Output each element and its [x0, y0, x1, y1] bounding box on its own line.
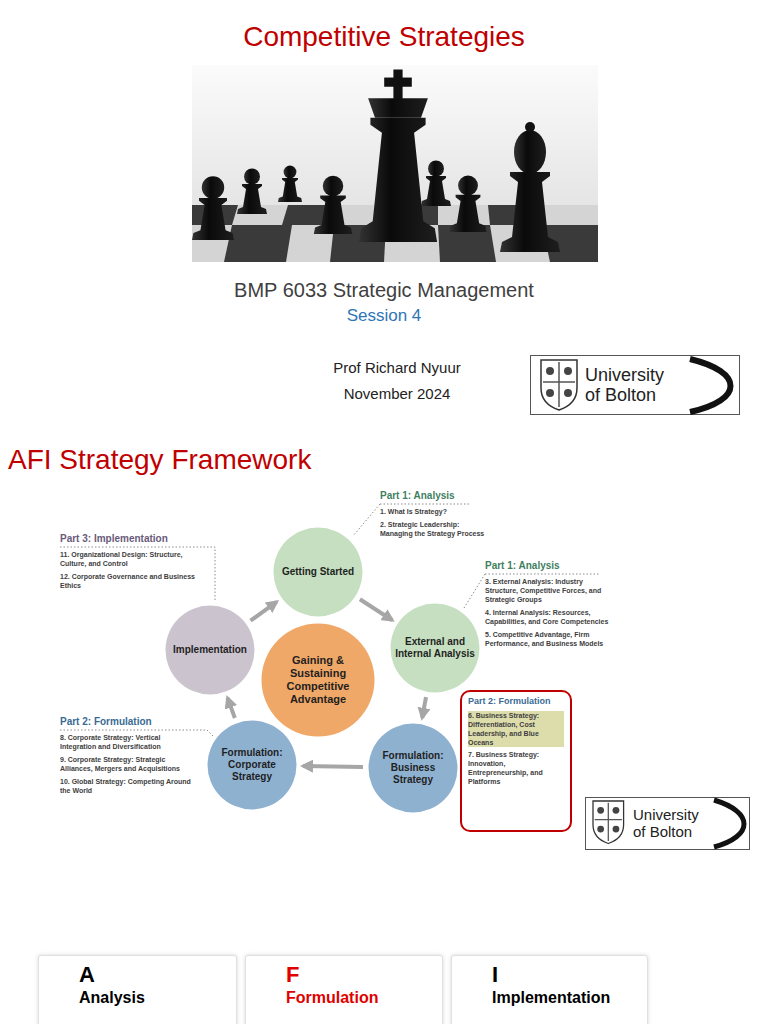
cycle-arrow — [251, 602, 277, 621]
chapter-item: 1. What Is Strategy? — [380, 507, 488, 516]
afi-card: IImplementation — [451, 955, 648, 1024]
pawn-piece — [421, 161, 451, 207]
card-word: Analysis — [79, 988, 226, 1008]
circle-fill — [208, 721, 297, 810]
part-heading: Part 1: Analysis — [380, 490, 488, 502]
chapter-item: 11. Organizational Design: Structure, Cu… — [60, 550, 208, 568]
presenter-name: Prof Richard Nyuur — [300, 358, 494, 377]
part-heading: Part 2: Formulation — [468, 696, 564, 707]
stage-circle: Formulation: Corporate Strategy — [207, 720, 297, 810]
card-letter: A — [79, 962, 226, 988]
chapter-item: 12. Corporate Governance and Business Et… — [60, 572, 208, 590]
logo-crest — [541, 360, 577, 410]
afi-card: FFormulation — [245, 955, 443, 1024]
logo-swoosh — [690, 359, 731, 412]
circle-fill — [166, 606, 255, 695]
circle-label: Getting Started — [278, 566, 359, 578]
part-heading: Part 2: Formulation — [60, 716, 198, 728]
chapter-item: 7. Business Strategy: Innovation, Entrep… — [468, 750, 564, 786]
photo-background — [192, 65, 598, 262]
circle-label: External and Internal Analysis — [395, 636, 476, 660]
slide-title: AFI Strategy Framework — [8, 443, 528, 477]
cycle-arrow — [303, 766, 363, 767]
chapter-item: 3. External Analysis: Industry Structure… — [485, 577, 615, 604]
chapter-item: 2. Strategic Leadership: Managing the St… — [380, 520, 488, 538]
card-word: Implementation — [492, 988, 637, 1008]
course-title: BMP 6033 Strategic Management — [0, 278, 768, 302]
circle-label: Formulation: Corporate Strategy — [212, 747, 293, 783]
bishop-piece — [500, 122, 560, 252]
cycle-arrow — [422, 697, 426, 718]
logo-swoosh — [714, 800, 744, 847]
date-label: November 2024 — [300, 384, 494, 403]
session-label: Session 4 — [0, 305, 768, 326]
circle-fill — [262, 624, 375, 737]
core-circle: Gaining & Sustaining Competitive Advanta… — [261, 623, 375, 737]
logo-text: University of Bolton — [585, 365, 677, 405]
pawn-piece — [449, 176, 486, 232]
circle-fill — [274, 528, 363, 617]
chess-photo — [192, 65, 598, 262]
stage-circle: Formulation: Business Strategy — [368, 723, 458, 813]
stage-circle: Getting Started — [273, 527, 363, 617]
card-letter: I — [492, 962, 637, 988]
logo-frame — [586, 798, 750, 850]
part-heading: Part 1: Analysis — [485, 560, 615, 572]
pawn-piece — [237, 169, 267, 215]
pawn-piece — [192, 176, 234, 240]
chapter-item: 10. Global Strategy: Competing Around th… — [60, 777, 198, 795]
circle-label: Gaining & Sustaining Competitive Advanta… — [267, 654, 370, 706]
card-word: Formulation — [286, 988, 432, 1008]
circle-fill — [369, 724, 458, 813]
part-heading: Part 3: Implementation — [60, 533, 208, 545]
chapter-item: 8. Corporate Strategy: Vertical Integrat… — [60, 733, 198, 751]
cycle-arrow — [360, 599, 392, 620]
highlight-box: Part 2: Formulation 6. Business Strategy:… — [460, 690, 572, 832]
pawn-piece — [314, 176, 352, 234]
chapter-item: 6. Business Strategy: Differentiation, C… — [468, 711, 564, 747]
leader-line — [60, 547, 215, 602]
circle-label: Formulation: Business Strategy — [373, 750, 454, 786]
afi-card: AAnalysis — [38, 955, 237, 1024]
king-piece — [359, 70, 437, 243]
university-logo — [531, 356, 740, 415]
chapter-item: 5. Competitive Advantage, Firm Performan… — [485, 630, 615, 648]
circle-fill — [391, 604, 480, 693]
chapter-item: 9. Corporate Strategy: Strategic Allianc… — [60, 755, 198, 773]
logo-crest — [593, 801, 624, 844]
chapter-item: 4. Internal Analysis: Resources, Capabil… — [485, 608, 615, 626]
slide-title: Competitive Strategies — [0, 20, 768, 54]
stage-circle: Implementation — [165, 605, 255, 695]
pawn-piece — [278, 166, 302, 202]
university-logo — [586, 798, 750, 850]
logo-text: University of Bolton — [633, 806, 709, 840]
logo-frame — [531, 356, 740, 415]
card-letter: F — [286, 962, 432, 988]
circle-label: Implementation — [170, 644, 251, 656]
cycle-arrow — [227, 698, 234, 718]
stage-circle: External and Internal Analysis — [390, 603, 480, 693]
